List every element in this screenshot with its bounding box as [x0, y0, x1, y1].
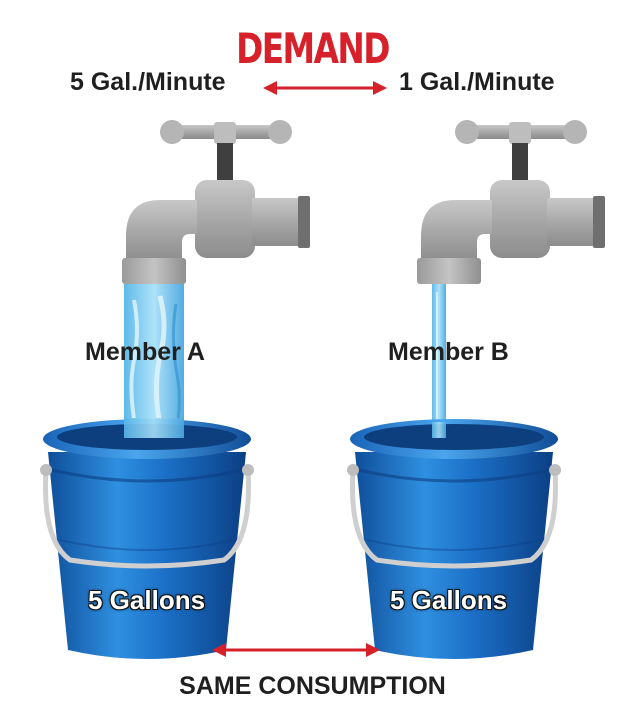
member-a-volume: 5 Gallons	[88, 585, 206, 615]
member-a-rate: 5 Gal./Minute	[70, 68, 226, 96]
consumption-comparison-arrow	[212, 643, 380, 657]
faucet-icon	[122, 120, 310, 284]
member-b-label: Member B	[388, 338, 509, 366]
diagram-title: DEMAND	[236, 24, 390, 73]
faucet-icon	[417, 120, 605, 284]
member-b-rate: 1 Gal./Minute	[399, 68, 555, 96]
footer-caption: SAME CONSUMPTION	[179, 672, 446, 700]
bucket-icon	[40, 418, 254, 659]
member-a-label: Member A	[85, 338, 205, 366]
bucket-icon	[347, 419, 561, 659]
member-b-volume: 5 Gallons	[390, 585, 508, 615]
rate-comparison-arrow	[263, 81, 387, 95]
